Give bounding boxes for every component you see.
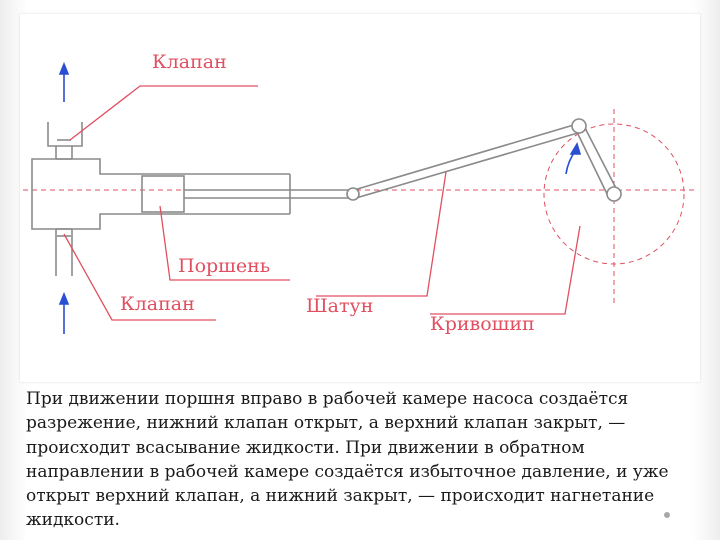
label-connecting-rod: Шатун bbox=[306, 295, 373, 317]
pump-body bbox=[31, 118, 622, 276]
cylinder-bottom bbox=[56, 213, 290, 230]
cylinder-top bbox=[56, 158, 290, 175]
crank-arm-left bbox=[575, 129, 609, 197]
leader-connecting-rod bbox=[316, 171, 447, 297]
leader-valve-top bbox=[69, 85, 258, 141]
chamber-left bbox=[31, 158, 72, 230]
leader-piston bbox=[159, 205, 290, 281]
slide-dot-icon bbox=[664, 512, 670, 518]
pump-diagram: Клапан Поршень Клапан Шатун Кривошип bbox=[20, 14, 700, 382]
crank-pin-joint bbox=[571, 118, 587, 134]
outlet-arrow-head bbox=[58, 61, 70, 75]
leader-crank bbox=[430, 225, 581, 315]
connecting-rod-bottom bbox=[355, 131, 582, 199]
wrist-pin-joint bbox=[346, 187, 360, 201]
label-valve-top: Клапан bbox=[152, 51, 227, 73]
pump-diagram-svg: Клапан Поршень Клапан Шатун Кривошип bbox=[23, 51, 698, 335]
label-crank: Кривошип bbox=[430, 313, 535, 335]
piston bbox=[141, 175, 185, 213]
inlet-arrow-head bbox=[58, 291, 70, 305]
flow-arrows bbox=[58, 61, 582, 334]
label-piston: Поршень bbox=[178, 255, 270, 277]
connecting-rod-top bbox=[353, 123, 578, 191]
crankshaft-joint bbox=[606, 186, 622, 202]
rotation-arrow-head bbox=[569, 142, 582, 155]
leader-lines bbox=[63, 85, 581, 321]
label-valve-bottom: Клапан bbox=[120, 293, 195, 315]
centerlines bbox=[23, 109, 698, 304]
crank-circle bbox=[543, 123, 685, 265]
leader-valve-bottom bbox=[63, 233, 216, 321]
top-valve-housing bbox=[47, 122, 83, 147]
caption-text: При движении поршня вправо в рабочей кам… bbox=[26, 389, 669, 531]
crank-arm-right bbox=[583, 125, 619, 193]
